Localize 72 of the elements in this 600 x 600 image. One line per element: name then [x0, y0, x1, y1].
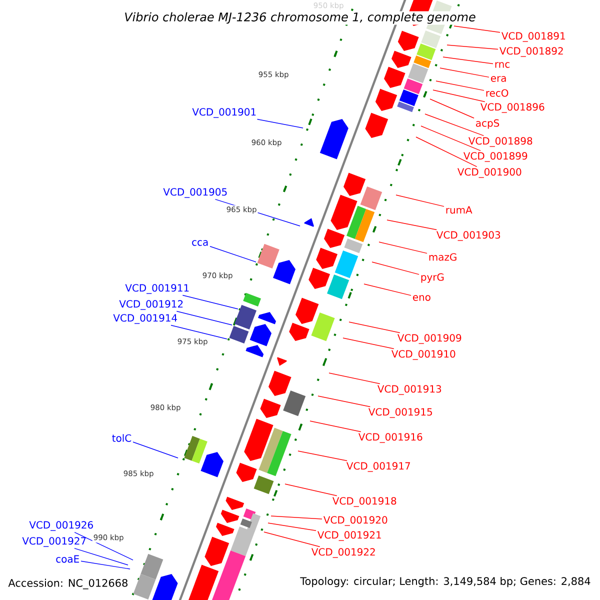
- accession-note: Accession: NC_012668: [7, 578, 130, 590]
- gene-label: VCD_001910: [391, 350, 456, 360]
- gene-label: VCD_001899: [463, 152, 528, 162]
- gene-label: VCD_001891: [501, 32, 565, 42]
- gene-label: VCD_001916: [358, 433, 422, 443]
- gene-label: VCD_001915: [368, 408, 432, 418]
- leader-line: [378, 242, 428, 254]
- leader-line: [328, 372, 380, 384]
- leader-line: [430, 98, 474, 118]
- leader-line: [364, 284, 412, 296]
- leader-line: [440, 68, 490, 78]
- gene-label: recO: [486, 89, 508, 97]
- gene-label: cca: [192, 240, 208, 246]
- leader-line: [436, 80, 484, 91]
- gene-label: VCD_001918: [332, 497, 396, 507]
- title: Vibrio cholerae MJ-1236 chromosome 1, complete genome: [123, 11, 477, 25]
- leader-line: [342, 338, 394, 350]
- leader-line: [442, 56, 494, 64]
- leader-line: [210, 246, 256, 262]
- gene-label: mazG: [429, 253, 456, 261]
- gene-label: VCD_001901: [192, 108, 256, 118]
- leader-line: [80, 560, 130, 570]
- gene-label: VCD_001921: [317, 531, 381, 541]
- gene-label: VCD_001911: [125, 284, 189, 294]
- gene-label: VCD_001892: [499, 47, 563, 57]
- leader-line: [74, 532, 134, 560]
- leader-line: [348, 322, 400, 334]
- gene-label: rumA: [446, 206, 472, 214]
- leader-line: [182, 294, 238, 310]
- gene-label: VCD_001909: [397, 334, 462, 344]
- leader-line: [176, 310, 232, 326]
- leader-line: [256, 118, 304, 128]
- gene-label: VCD_001912: [119, 300, 183, 310]
- leader-line: [268, 522, 316, 531]
- leader-line: [386, 220, 437, 230]
- leader-line: [310, 420, 362, 432]
- leader-line: [420, 126, 481, 152]
- leader-line: [318, 396, 371, 408]
- gene-label: era: [490, 76, 506, 82]
- leader-line: [446, 44, 498, 50]
- leader-line: [264, 532, 320, 548]
- leader-line: [74, 548, 128, 566]
- gene-label: tolC: [112, 434, 132, 442]
- gene-label: VCD_001903: [436, 231, 500, 241]
- gene-label: VCD_001905: [163, 188, 227, 198]
- gene-label: coaE: [56, 555, 79, 563]
- leader-line: [298, 450, 348, 462]
- gene-label: VCD_001913: [377, 385, 442, 395]
- gene-label: acpS: [476, 119, 500, 129]
- leader-line: [132, 442, 178, 458]
- leader-line: [284, 484, 338, 496]
- gene-label: VCD_001922: [311, 548, 375, 558]
- genome-summary: Topology: circular; Length: 3,149,584 bp; Genes: 2,884: [299, 576, 592, 588]
- gene-label: VCD_001914: [113, 314, 178, 324]
- leader-line: [396, 194, 444, 207]
- gene-label: VCD_001926: [29, 521, 93, 531]
- gene-label: rnc: [495, 62, 510, 68]
- leader-line: [432, 90, 486, 102]
- leader-line: [170, 324, 228, 340]
- leader-line: [424, 114, 484, 136]
- gene-label: VCD_001896: [480, 103, 544, 113]
- gene-label: pyrG: [421, 273, 444, 283]
- leader-line: [372, 262, 420, 275]
- leader-line: [270, 516, 322, 520]
- gene-label: VCD_001920: [323, 516, 388, 526]
- gene-label: VCD_001900: [457, 168, 522, 178]
- gene-label: eno: [412, 295, 430, 301]
- gene-label: VCD_001898: [468, 137, 532, 147]
- gene-label: VCD_001927: [22, 537, 86, 547]
- leader-line: [416, 136, 478, 168]
- gene-label: VCD_001917: [346, 462, 410, 472]
- leader-line: [454, 26, 500, 33]
